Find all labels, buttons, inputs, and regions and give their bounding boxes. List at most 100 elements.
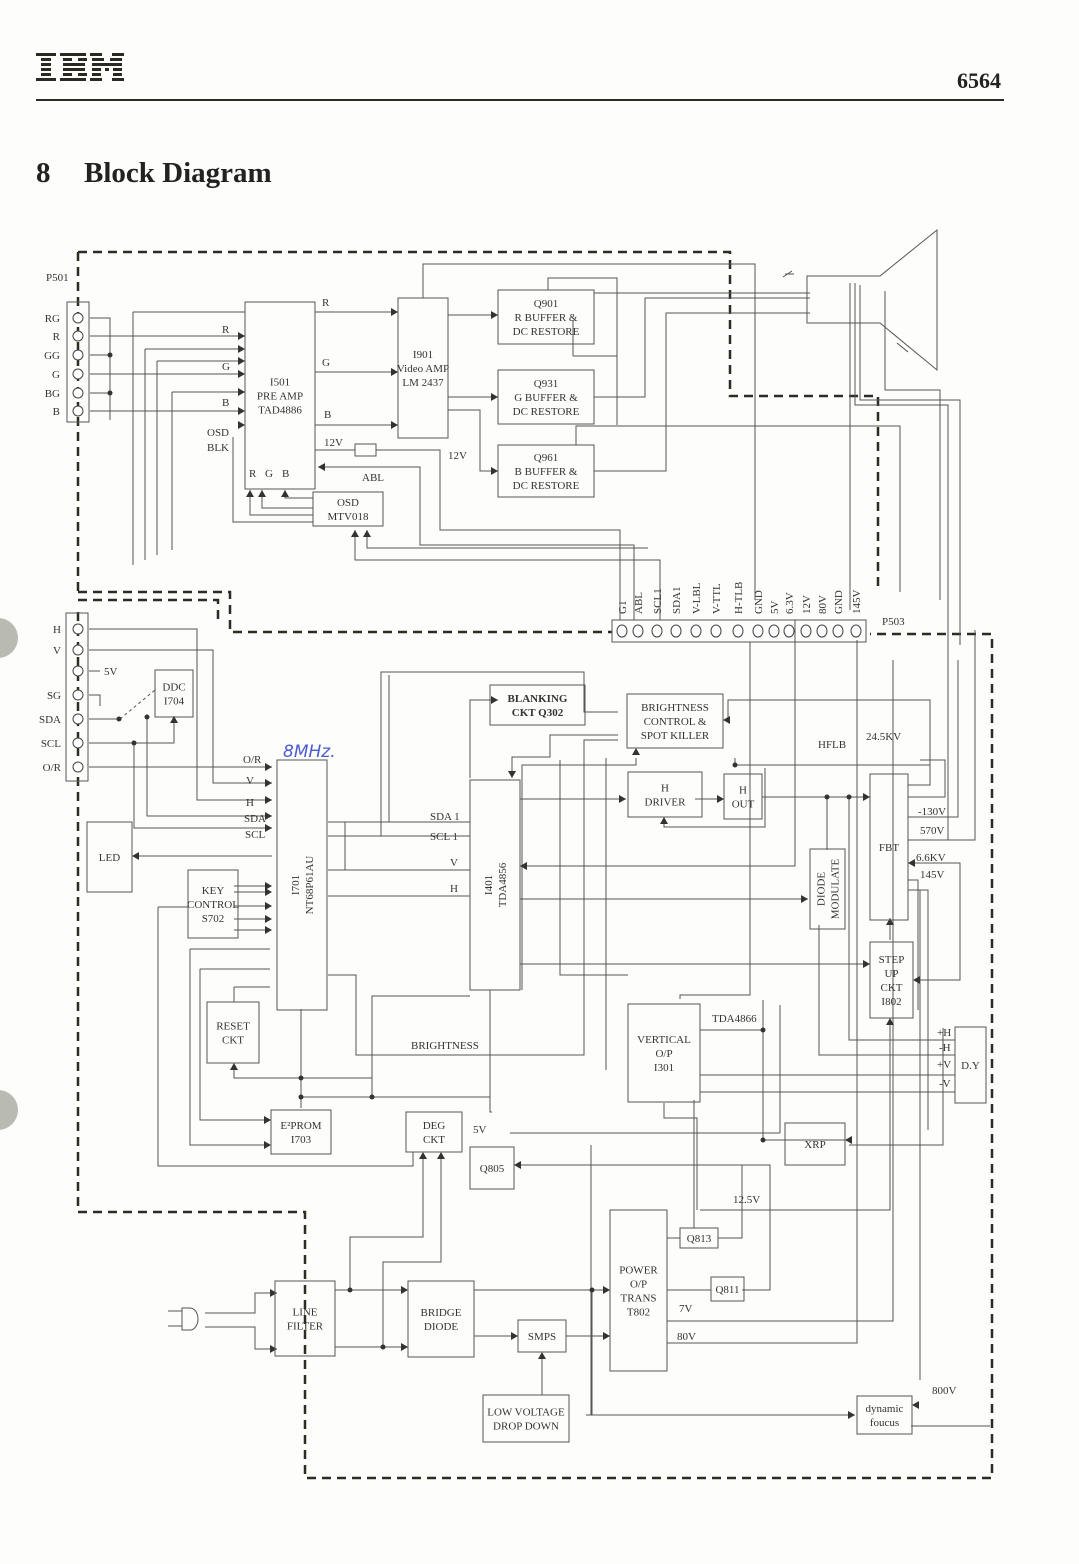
h-out-label: OUT — [732, 799, 755, 811]
arrow-icon — [238, 370, 245, 378]
arrow-icon — [391, 421, 398, 429]
signal-arrows — [132, 308, 920, 1419]
vertical-output-label: O/P — [655, 1048, 672, 1060]
i901-video-amp-label: LM 2437 — [402, 377, 444, 389]
key-control-label: CONTROL — [187, 899, 239, 911]
arrow-icon — [265, 915, 272, 923]
dynamic-focus-label: dynamic — [866, 1403, 904, 1415]
p503-pin-label: GND — [753, 590, 765, 614]
arrow-icon — [491, 696, 498, 704]
section-heading: Block Diagram — [84, 157, 272, 189]
section-number: 8 — [36, 157, 51, 189]
dsub-pin — [72, 713, 84, 725]
smps-label: SMPS — [528, 1331, 556, 1343]
p501-pin — [72, 330, 84, 342]
arrow-icon — [508, 771, 516, 778]
sig-tda-h: H — [450, 883, 458, 895]
line-filter-label: LINE — [292, 1307, 317, 1319]
i501-preamp-label: I501 — [270, 377, 290, 389]
dsub-pin — [72, 623, 84, 635]
p503-pin — [632, 624, 644, 638]
xrp-label: XRP — [804, 1139, 825, 1151]
p503-pin-label: V-LBL — [691, 582, 703, 614]
arrow-icon — [230, 1063, 238, 1070]
dsub-pin-label: SG — [47, 690, 61, 702]
blanking-ckt-label: CKT Q302 — [512, 707, 564, 719]
arrow-icon — [419, 1152, 427, 1159]
p501-pin — [72, 405, 84, 417]
arrow-icon — [265, 812, 272, 820]
junction-dot — [347, 1287, 353, 1293]
sig-5v-q805: 5V — [473, 1124, 487, 1136]
p503-pin-label: 12V — [801, 595, 813, 614]
p501-pin-label: R — [53, 331, 61, 343]
arrow-icon — [238, 407, 245, 415]
i901-video-amp-label: Video AMP — [397, 363, 449, 375]
junction-dot — [846, 794, 852, 800]
bridge-diode-label: BRIDGE — [421, 1307, 462, 1319]
p503-label: P503 — [882, 616, 905, 628]
model-number: 6564 — [957, 68, 1001, 93]
dsub-pin — [72, 737, 84, 749]
line-filter-block: LINE FILTER — [274, 1280, 336, 1357]
junction-dot — [732, 762, 738, 768]
arrow-icon — [603, 1286, 610, 1294]
dsub-pin-label: O/R — [43, 762, 62, 774]
line-filter-label: FILTER — [287, 1321, 324, 1333]
sig-abl: ABL — [362, 472, 384, 484]
q901-r-buffer-label: DC RESTORE — [513, 326, 580, 338]
arrow-icon — [863, 960, 870, 968]
junction-dot — [131, 740, 137, 746]
sig-570v: 570V — [920, 825, 945, 837]
dsub-pin-label: H — [53, 624, 61, 636]
i501-preamp-label: TAD4886 — [258, 405, 302, 417]
signal-labels: R G B OSD BLK R G B R G B 12V 12V ABL O/… — [207, 297, 957, 1397]
arrow-icon — [717, 795, 724, 803]
junction-dot — [369, 1094, 375, 1100]
sig-scl1: SCL 1 — [430, 831, 458, 843]
sig-mcu-or: O/R — [243, 754, 262, 766]
q805-label: Q805 — [480, 1163, 505, 1175]
arrow-icon — [912, 1401, 919, 1409]
arrow-icon — [437, 1152, 445, 1159]
q901-r-buffer-label: R BUFFER & — [515, 312, 578, 324]
arrow-icon — [238, 332, 245, 340]
arrow-icon — [913, 976, 920, 984]
brightness-control-label: CONTROL & — [644, 716, 707, 728]
sig-24-5kv: 24.5KV — [866, 731, 901, 743]
arrow-icon — [491, 393, 498, 401]
p503-pin — [752, 624, 764, 638]
p503-pin — [816, 624, 828, 638]
brightness-control-label: SPOT KILLER — [641, 730, 710, 742]
arrow-icon — [281, 490, 289, 497]
diode-modulate-label: MODULATE — [830, 858, 842, 919]
arrow-icon — [886, 1018, 894, 1025]
sig-tda-v: V — [450, 857, 458, 869]
p503-pin — [783, 624, 795, 638]
junction-dot — [760, 1027, 766, 1033]
reset-ckt-label: CKT — [222, 1035, 244, 1047]
sig-80v: 80V — [677, 1331, 696, 1343]
arrow-icon — [491, 311, 498, 319]
power-trans-t802-label: TRANS — [620, 1293, 656, 1305]
arrow-icon — [514, 1161, 521, 1169]
junction-dot — [298, 1094, 304, 1100]
handwritten-annotation: 8MHz. — [283, 742, 336, 762]
arrow-icon — [170, 716, 178, 723]
sig-12v-b: 12V — [448, 450, 467, 462]
arrow-icon — [238, 421, 245, 429]
arrow-icon — [265, 888, 272, 896]
sig-pre-in-r: R — [222, 324, 230, 336]
